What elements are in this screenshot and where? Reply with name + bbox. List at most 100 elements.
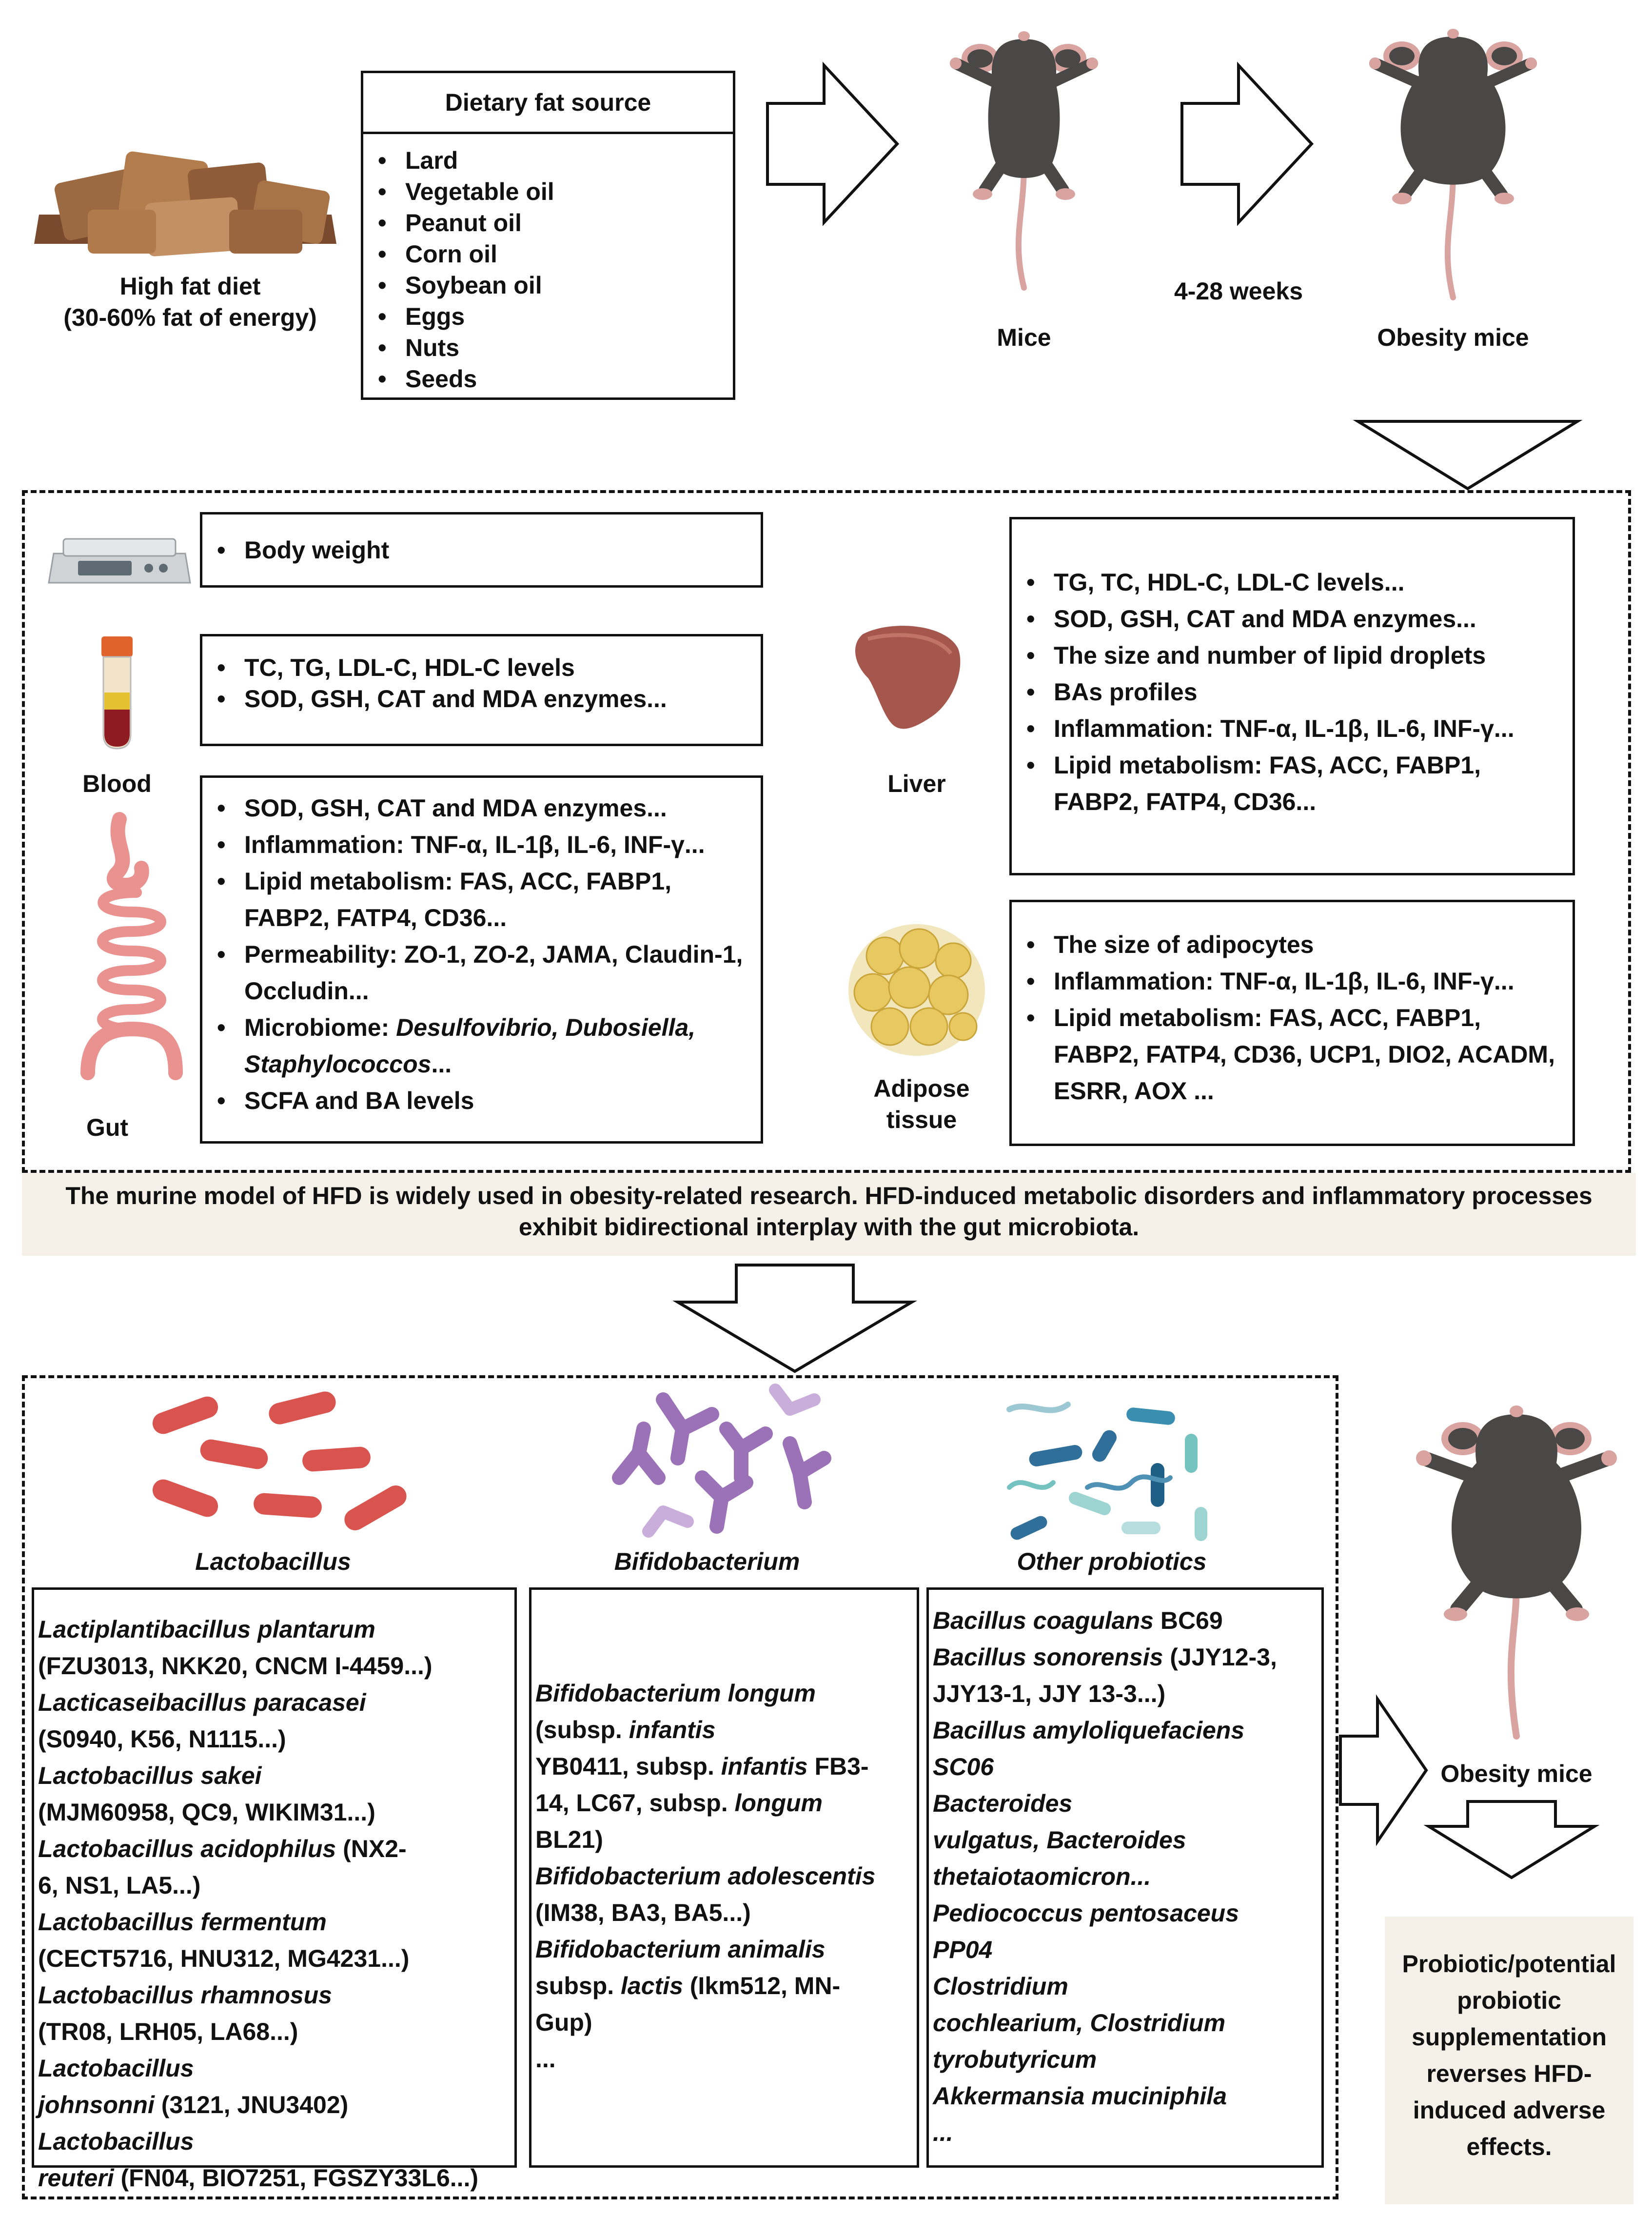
taxon-name: Akkermansia muciniphila [933, 2082, 1227, 2110]
strain-text: (NX2- [336, 1835, 407, 1862]
strain-text: BC69 [1153, 1607, 1223, 1634]
gut-scfa-item: SCFA and BA levels [217, 1083, 761, 1119]
bifidobacterium-strain-line: (subsp. infantis [535, 1712, 913, 1748]
blood-label: Blood [82, 770, 152, 797]
strain-text: JJY13-1, JJY 13-3...) [933, 1680, 1166, 1707]
strain-text: (3121, JNU3402) [154, 2091, 349, 2118]
hfd-energy-label: (30-60% fat of energy) [63, 304, 317, 331]
scale-icon [48, 538, 191, 584]
other-probiotics-title: Other probiotics [1017, 1548, 1207, 1575]
other-probiotic-strain-line: Clostridium [933, 1968, 1318, 2005]
gut-markers-box: SOD, GSH, CAT and MDA enzymes...Inflamma… [200, 775, 763, 1144]
fat-source-item: Seeds [378, 363, 733, 395]
other-probiotic-strain-line: Bacillus sonorensis (JJY12-3, [933, 1639, 1318, 1676]
body-weight-item: Body weight [217, 532, 761, 569]
obese-mouse-icon [1369, 29, 1537, 300]
arrow-down-3-icon [1423, 1800, 1600, 1880]
lactobacillus-strain-line: Lactobacillus fermentum [38, 1904, 511, 1940]
bifidobacterium-strain-line: ... [535, 2041, 913, 2078]
dietary-fat-source-box: Dietary fat source LardVegetable oilPean… [361, 71, 735, 400]
liver-marker-item: Lipid metabolism: FAS, ACC, FABP1, FABP2… [1026, 747, 1573, 820]
lactobacillus-strain-line: Lactobacillus rhamnosus [38, 1977, 511, 2014]
biomarkers-panel [22, 490, 1631, 1173]
other-probiotic-strain-line: Bacillus amyloliquefaciens [933, 1712, 1318, 1749]
liver-marker-item: The size and number of lipid droplets [1026, 637, 1573, 674]
summary-text: The murine model of HFD is widely used i… [65, 1182, 1593, 1241]
fat-source-item: Peanut oil [378, 207, 733, 238]
body-weight-box: Body weight [200, 512, 763, 588]
lactobacillus-strain-line: 6, NS1, LA5...) [38, 1867, 511, 1904]
bifidobacterium-title: Bifidobacterium [614, 1548, 800, 1575]
other-probiotic-strain-line: PP04 [933, 1932, 1318, 1968]
liver-marker-item: BAs profiles [1026, 674, 1573, 711]
mice-label: Mice [997, 324, 1051, 351]
fat-source-item: Nuts [378, 332, 733, 363]
probiotics-panel [22, 1375, 1338, 2199]
lactobacillus-strain-line: Lactobacillus [38, 2050, 511, 2087]
taxon-name: Lactobacillus sakei [38, 1762, 262, 1789]
taxon-name: Bifidobacterium adolescentis [535, 1862, 876, 1890]
taxon-name: lactis [621, 1972, 683, 1999]
taxon-name: Lactobacillus [38, 2128, 194, 2155]
gut-marker-item: Inflammation: TNF-α, IL-1β, IL-6, INF-γ.… [217, 827, 761, 863]
strain-text: subsp. [535, 1972, 621, 1999]
bifidobacterium-strain-line: Bifidobacterium animalis [535, 1931, 913, 1968]
adipose-tissue-icon [848, 924, 985, 1056]
microbiome-prefix: Microbiome: [244, 1014, 396, 1041]
strain-text: 6, NS1, LA5...) [38, 1872, 201, 1899]
arrow-down-2-icon [672, 1264, 917, 1373]
taxon-name: cochlearium, Clostridium [933, 2009, 1226, 2037]
bifidobacterium-strain-line: subsp. lactis (Ikm512, MN- [535, 1968, 913, 2004]
other-probiotic-strain-line: JJY13-1, JJY 13-3...) [933, 1676, 1318, 1712]
arrow-down-1-icon [1353, 420, 1583, 491]
arrow-right-2-icon [1180, 61, 1314, 226]
arrow-right-3-icon [1339, 1694, 1428, 1846]
lactobacillus-strains-list: Lactiplantibacillus plantarum (FZU3013, N… [34, 1590, 514, 2216]
hfd-label: High fat diet [119, 273, 261, 300]
taxon-name: Lactiplantibacillus plantarum [38, 1616, 375, 1643]
fat-source-item: Eggs [378, 301, 733, 332]
strain-text: ... [535, 2045, 556, 2073]
lactobacillus-strain-line: (CECT5716, HNU312, MG4231...) [38, 1940, 511, 1977]
other-probiotics-icon [1006, 1402, 1207, 1541]
microbiome-taxa: Desulfovibrio, Dubosiella, Staphylococco… [244, 1014, 696, 1078]
lactobacillus-strain-line: Lactobacillus acidophilus (NX2- [38, 1831, 511, 1867]
strain-text: (subsp. [535, 1716, 629, 1743]
other-probiotic-strain-line: Bacillus coagulans BC69 [933, 1603, 1318, 1639]
adipose-markers-box: The size of adipocytesInflammation: TNF-… [1009, 900, 1575, 1146]
other-probiotic-strain-line: Akkermansia muciniphila [933, 2078, 1318, 2115]
other-probiotic-strain-line: tyrobutyricum [933, 2041, 1318, 2078]
lactobacillus-strain-line: Lactobacillus sakei [38, 1758, 511, 1794]
strain-text: FB3- [807, 1753, 869, 1780]
liver-marker-item: Inflammation: TNF-α, IL-1β, IL-6, INF-γ.… [1026, 711, 1573, 747]
blood-marker-item: SOD, GSH, CAT and MDA enzymes... [217, 683, 761, 714]
strain-text: (CECT5716, HNU312, MG4231...) [38, 1945, 410, 1972]
gut-label: Gut [86, 1114, 129, 1141]
lactobacillus-strain-line: (FZU3013, NKK20, CNCM I-4459...) [38, 1648, 511, 1684]
lactobacillus-strain-line: Lactobacillus [38, 2123, 511, 2160]
fat-source-item: Corn oil [378, 238, 733, 270]
adipose-label-line1: Adipose [873, 1075, 970, 1102]
taxon-name: longum [734, 1789, 823, 1817]
strain-text: (JJY12-3, [1163, 1643, 1277, 1671]
taxon-name: Lactobacillus acidophilus [38, 1835, 336, 1862]
gut-microbiome-item: Microbiome: Desulfovibrio, Dubosiella, S… [217, 1009, 761, 1083]
taxon-name: Pediococcus pentosaceus [933, 1899, 1239, 1927]
taxon-name: SC06 [933, 1753, 994, 1781]
strain-text: Gup) [535, 2009, 592, 2036]
taxon-name: Bacillus coagulans [933, 1607, 1154, 1634]
bifidobacterium-strain-line: Gup) [535, 2004, 913, 2041]
lactobacillus-strain-line: Lacticaseibacillus paracasei [38, 1684, 511, 1721]
strain-text: (FN04, BIO7251, FGSZY33L6...) [114, 2164, 479, 2192]
lactobacillus-strain-line: (S0940, K56, N1115...) [38, 1721, 511, 1758]
adipose-label-line2: tissue [886, 1106, 957, 1133]
taxon-name: Bifidobacterium longum [535, 1680, 816, 1707]
taxon-name: Bacteroides [933, 1790, 1073, 1817]
fat-source-title: Dietary fat source [363, 73, 733, 134]
other-probiotic-strain-line: thetaiotaomicron... [933, 1859, 1318, 1895]
